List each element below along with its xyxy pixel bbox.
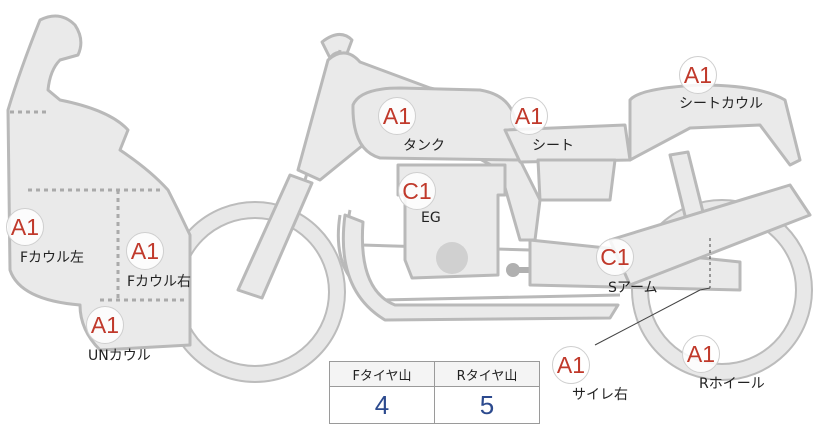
- rear-tread-value: 5: [434, 386, 540, 424]
- f-cowl-right-label: Fカウル右: [127, 274, 192, 290]
- front-cowl: [6, 14, 192, 352]
- f-cowl-left-grade-badge: A1: [6, 208, 44, 246]
- front-tread-header: Fタイヤ山: [329, 361, 435, 387]
- seat-grade-badge: A1: [510, 97, 548, 135]
- tire-tread-table: Fタイヤ山 Rタイヤ山 4 5: [329, 361, 540, 424]
- engine-label: EG: [421, 210, 441, 226]
- r-wheel-label: Rホイール: [699, 376, 765, 392]
- front-fork: [236, 173, 314, 300]
- s-arm-label: Sアーム: [608, 280, 658, 296]
- tank-label: タンク: [403, 138, 445, 154]
- s-arm-grade-badge: C1: [596, 238, 634, 276]
- side-cover: [536, 158, 617, 202]
- under-cowl-label: UNカウル: [88, 348, 151, 364]
- under-cowl-grade-badge: A1: [86, 306, 124, 344]
- exhaust-pipe: [341, 213, 620, 322]
- f-cowl-right-grade-badge: A1: [126, 232, 164, 270]
- seat-cowl: [628, 83, 802, 167]
- seat-label: シート: [532, 138, 574, 154]
- silencer-right-label: サイレ右: [572, 387, 628, 403]
- tank-grade-badge: A1: [378, 97, 416, 135]
- front-tread-value: 4: [329, 386, 435, 424]
- r-wheel-grade-badge: A1: [682, 335, 720, 373]
- engine-grade-badge: C1: [398, 172, 436, 210]
- seat-cowl-grade-badge: A1: [679, 56, 717, 94]
- rear-tread-header: Rタイヤ山: [434, 361, 540, 387]
- f-cowl-left-label: Fカウル左: [20, 250, 85, 266]
- silencer-right-grade-badge: A1: [552, 346, 590, 384]
- seat-cowl-label: シートカウル: [679, 96, 763, 112]
